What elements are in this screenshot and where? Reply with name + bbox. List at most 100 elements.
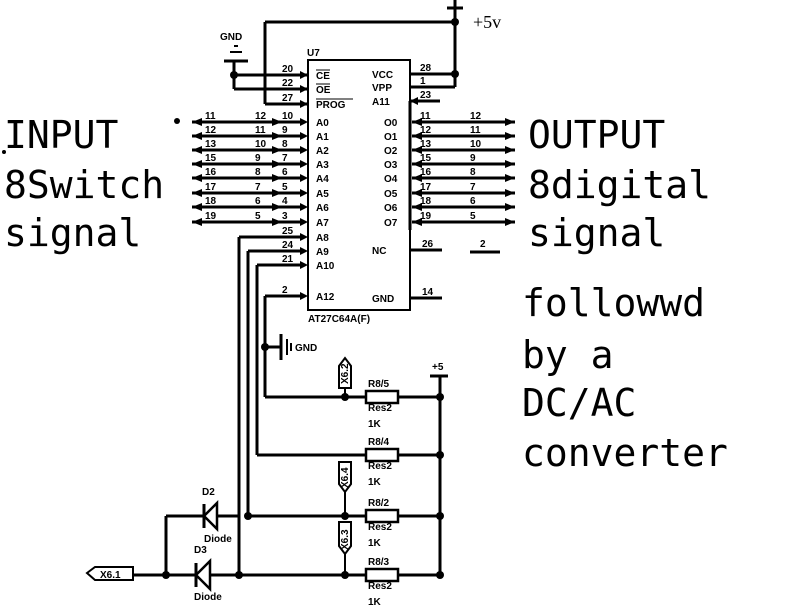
input-outer-num: 17: [205, 182, 217, 193]
nc-extra-num: 2: [480, 239, 486, 250]
pin-number: 16: [420, 167, 432, 178]
resistor-body: [364, 567, 400, 583]
output-arrow-left: [412, 174, 422, 182]
output-arrow-right: [505, 146, 515, 154]
input-arrow-mid: [272, 174, 282, 182]
pin-number: 27: [282, 93, 294, 104]
input-mid-num: 12: [255, 111, 267, 122]
input-outer-num: 12: [205, 125, 217, 136]
note-line-2: by a: [522, 333, 614, 377]
input-arrow-left: [192, 132, 202, 140]
resistor-body: [364, 508, 400, 524]
pin-number: 2: [282, 285, 288, 296]
pin-name: A8: [316, 233, 329, 244]
output-arrow-left: [412, 218, 422, 226]
note-line-4: converter: [522, 431, 728, 475]
d2-ref: D2: [202, 487, 215, 498]
resistor-ref: R8/4: [368, 437, 390, 448]
pin-number: 9: [282, 125, 288, 136]
pin-number: 13: [420, 139, 432, 150]
pin-number: 19: [420, 211, 432, 222]
input-arrow-left: [192, 189, 202, 197]
pin-name: A4: [316, 174, 329, 185]
pin-number: 5: [282, 182, 288, 193]
output-arrow-left: [412, 160, 422, 168]
d3-type: Diode: [194, 592, 222, 603]
input-outer-num: 18: [205, 196, 217, 207]
input-outer-num: 11: [205, 111, 216, 122]
output-far-num: 11: [470, 125, 481, 136]
chip-right-pins: VCC28VPP1A1123O011O112O213O315O416O517O6…: [372, 63, 440, 305]
pin-number: 6: [282, 167, 288, 178]
pin-number: 28: [420, 63, 432, 74]
pin-number: 22: [282, 78, 294, 89]
output-far-num: 12: [470, 111, 482, 122]
note-line-1: followwd: [522, 281, 705, 325]
output-arrow-left: [412, 146, 422, 154]
input-mid-num: 11: [255, 125, 266, 136]
connector-x63-label: X6.3: [340, 529, 351, 550]
pin-name: VPP: [372, 83, 392, 94]
pin-name: A10: [316, 261, 335, 272]
connector-x64[interactable]: X6.4: [338, 461, 352, 516]
pin-name: A7: [316, 218, 329, 229]
pin-number: 25: [282, 226, 294, 237]
pin-number: 14: [422, 287, 434, 298]
input-arrow-mid: [272, 132, 282, 140]
pin-name: A1: [316, 132, 329, 143]
connector-x62-label: X6.2: [340, 363, 351, 384]
pin-arrow: [300, 174, 308, 182]
connector-x61-label: X6.1: [100, 570, 121, 581]
resistor-ref: R8/3: [368, 557, 390, 568]
power-label-5v: +5v: [473, 12, 501, 32]
chip-ref: U7: [307, 48, 320, 59]
pin-number: 15: [420, 153, 432, 164]
resistor-value: 1K: [368, 477, 382, 488]
input-arrow-mid: [272, 118, 282, 126]
input-outer-num: 13: [205, 139, 217, 150]
gnd-top-label: GND: [220, 32, 242, 43]
output-arrow-right: [505, 118, 515, 126]
connector-x64-label: X6.4: [340, 467, 351, 488]
output-arrow-right: [505, 189, 515, 197]
pin-arrow: [300, 160, 308, 168]
output-far-num: 10: [470, 139, 482, 150]
resistor-value: 1K: [368, 419, 382, 430]
pin-name: O5: [384, 189, 398, 200]
pin-name: CE: [316, 71, 330, 82]
resistor-type: Res2: [368, 522, 392, 533]
pin-number: 17: [420, 182, 432, 193]
diode-d2: D2 Diode: [202, 487, 232, 545]
input-mid-num: 7: [255, 182, 261, 193]
input-arrow-left: [192, 203, 202, 211]
stray-dot: [174, 118, 180, 124]
output-arrow-right: [505, 160, 515, 168]
pin-arrow: [300, 85, 308, 93]
input-arrow-mid: [272, 218, 282, 226]
pin-arrow: [300, 189, 308, 197]
input-mid-num: 9: [255, 153, 261, 164]
pin-name: O6: [384, 203, 398, 214]
resistor-body: [364, 389, 400, 405]
connector-x62[interactable]: X6.2: [338, 356, 352, 397]
resistor-type: Res2: [368, 461, 392, 472]
pin-number: 26: [422, 239, 434, 250]
pin-number: 24: [282, 240, 294, 251]
pin-name: A9: [316, 247, 329, 258]
input-mid-num: 5: [255, 211, 261, 222]
pin-number: 4: [282, 196, 288, 207]
connector-x61[interactable]: X6.1: [85, 566, 134, 581]
connector-x63[interactable]: X6.3: [338, 521, 352, 575]
resistor-type: Res2: [368, 403, 392, 414]
input-line-3: signal: [4, 211, 141, 255]
chip-left-pins: 20CE22OE27PROG10A09A18A27A36A45A54A63A72…: [282, 64, 353, 303]
pin-number: 1: [420, 76, 426, 87]
output-far-num: 8: [470, 167, 476, 178]
junction: [436, 451, 444, 459]
resistor-value: 1K: [368, 538, 382, 549]
